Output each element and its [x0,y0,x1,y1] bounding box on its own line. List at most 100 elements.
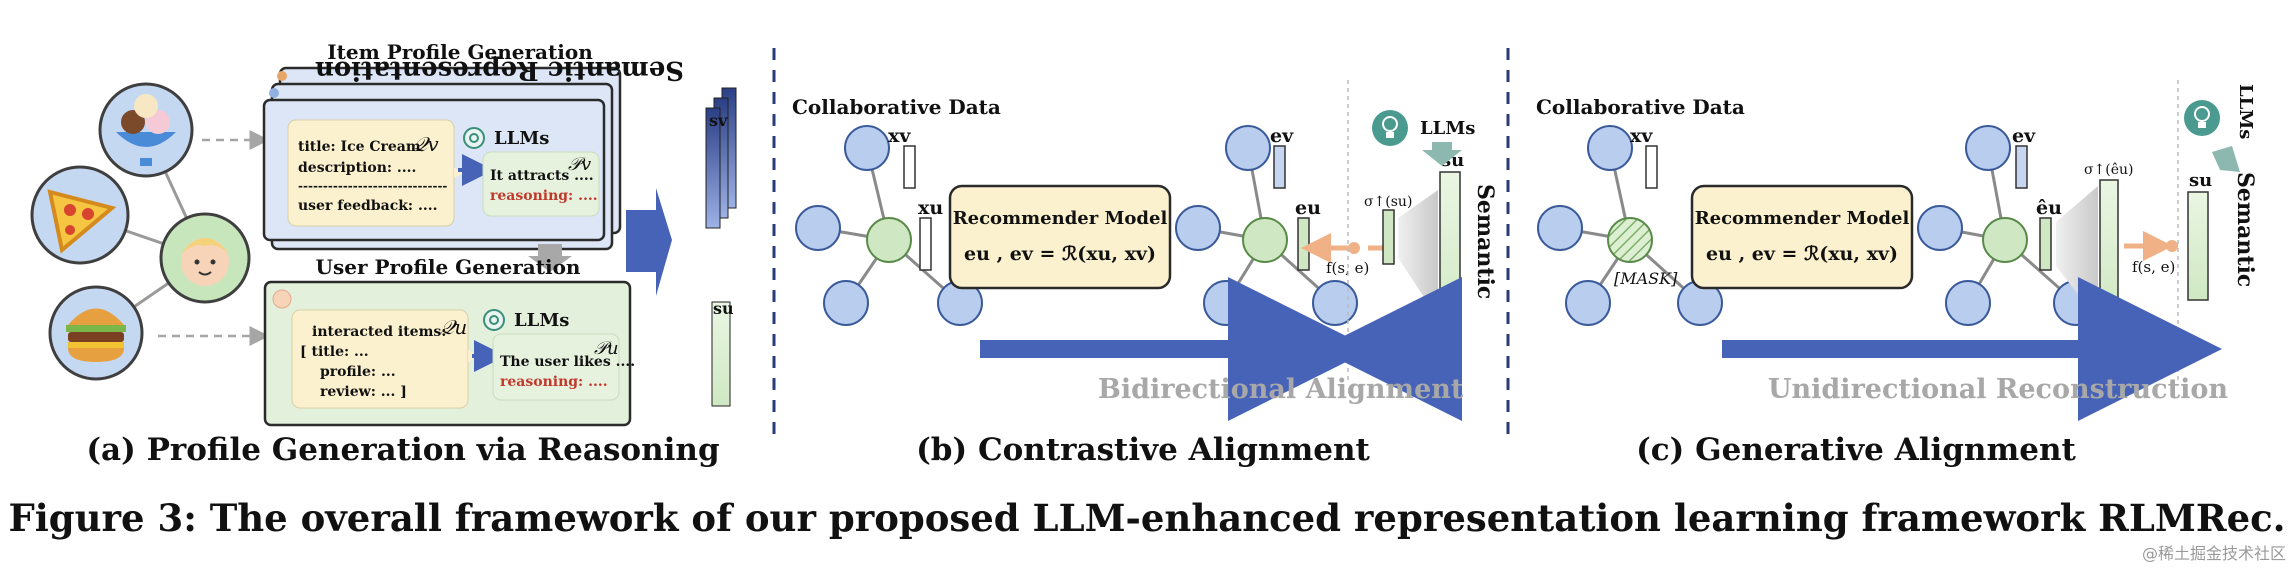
alignment-label: Bidirectional Alignment [1098,374,1464,405]
user-avatar-icon [272,289,292,309]
item-output-box [482,151,600,217]
lightbulb-icon [2184,100,2220,136]
item-prompt-line: description: .... [298,160,416,176]
pizza-icon [277,71,287,81]
item-node [844,125,890,171]
xu-label: xu [918,197,943,219]
llm-label: LLMs [514,310,569,331]
burger-icon [48,285,144,381]
xv-label: xv [888,125,911,147]
panel-a: Item Profile Generation title: Ice Cream… [30,40,737,468]
user-profile-title: User Profile Generation [316,255,581,279]
sv-label: sv [709,111,728,130]
su-label: su [713,299,734,318]
semantic-label: Semantic [2232,172,2258,287]
item-node [1965,125,2011,171]
eu-label: eu [1295,197,1321,219]
item-node [1203,280,1249,326]
sv-embedding-bar [705,107,721,229]
item-node [1175,205,1221,251]
panel-b: Collaborative Data xv xu Recommender Mod… [792,80,1498,468]
eu-embedding [1297,217,1310,271]
ev-label: ev [2012,125,2036,147]
q-v-label: 𝒬v [413,132,439,156]
watermark: @稀土掘金技术社区 [2141,544,2286,563]
su-label: su [2189,170,2212,191]
item-prompt-line: title: Ice Cream [298,139,421,155]
collaborative-data-label: Collaborative Data [1536,95,1745,119]
user-output-reasoning: reasoning: .... [500,374,608,390]
recommender-model-title: Recommender Model [1695,208,1910,229]
item-node [1945,280,1991,326]
recommender-formula: eu , ev = ℛ(xu, xv) [1706,243,1898,265]
collaborative-data-label: Collaborative Data [792,95,1001,119]
ice-cream-icon [269,88,279,98]
item-prompt-line: user feedback: .... [298,198,437,214]
user-prompt-line: review: ... ] [320,384,407,400]
similarity-node [1348,242,1360,254]
prompt-bubble-tail [454,168,466,178]
recommender-formula: eu , ev = ℛ(xu, xv) [964,243,1156,265]
item-node [823,280,869,326]
block-arrow [626,188,672,296]
ev-embedding [1273,145,1286,189]
item-node [1312,280,1358,326]
ev-label: ev [1270,125,1294,147]
eu-hat-embedding [2039,217,2052,271]
item-node [1587,125,1633,171]
panel-b-caption: (b) Contrastive Alignment [916,432,1370,468]
pizza-icon [30,165,130,265]
llm-label: LLMs [1420,118,1475,139]
eu-hat-label: êu [2036,197,2062,219]
q-u-label: 𝒬u [440,315,467,339]
sigma-label: σ↑(êu) [2084,162,2134,178]
openai-logo-icon [463,127,485,149]
semantic-representation-label: Semantic Representation [315,55,684,85]
user-prompt-line: [ title: ... [300,344,369,360]
user-prompt-line: profile: ... [320,364,396,380]
user-avatar-icon [159,212,251,304]
llm-label: LLMs [2235,84,2256,139]
semantic-label: Semantic [1472,184,1498,299]
user-output-box [492,333,620,401]
user-prompt-line: interacted items: [312,324,446,340]
ev-embedding [2015,145,2028,189]
llm-label: LLMs [494,128,549,149]
item-profile-title: Item Profile Generation [327,40,593,64]
lightbulb-icon [1372,110,1408,146]
user-node [866,217,912,263]
sigma-label: σ↑(su) [1364,194,1412,210]
ice-cream-icon [98,82,194,178]
item-node [1537,205,1583,251]
item-node [795,205,841,251]
figure-caption: Figure 3: The overall framework of our p… [8,496,2286,540]
item-node [1917,205,1963,251]
panel-c: Collaborative Data xv [MASK] Recommender… [1536,80,2258,468]
xv-embedding [1645,145,1658,189]
down-arrow [528,244,572,272]
su-embedding-bar [711,301,731,407]
item-output-reasoning: reasoning: .... [490,188,598,204]
framework-figure: Item Profile Generation title: Ice Cream… [30,40,2258,468]
masked-user-node [1607,217,1653,263]
reconstructed-embedding [2099,179,2119,321]
panel-c-caption: (c) Generative Alignment [1636,432,2076,468]
item-node [1565,280,1611,326]
panel-a-caption: (a) Profile Generation via Reasoning [86,432,719,468]
projected-su-embedding [1382,209,1395,265]
openai-logo-icon [483,309,505,331]
recommender-model-title: Recommender Model [953,208,1168,229]
item-prompt-line: ------------------------------ [298,179,447,193]
xv-embedding [903,145,916,189]
su-semantic-bar [2187,191,2209,301]
xu-embedding [919,217,932,271]
f-label: f(s, e) [2132,258,2175,276]
recommender-model-box [948,184,1172,290]
llm-down-arrow [1422,142,1462,166]
item-node [1225,125,1271,171]
xv-label: xv [1630,125,1653,147]
user-output-line: The user likes .... [500,354,635,370]
similarity-node [2166,240,2178,252]
su-semantic-bar [1439,171,1461,341]
recommender-model-box [1690,184,1914,290]
